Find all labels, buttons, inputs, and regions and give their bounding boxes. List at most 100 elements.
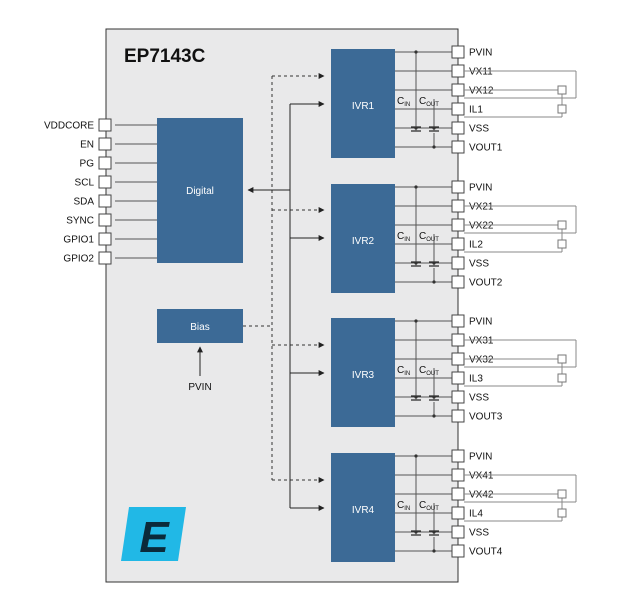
right-pin-label: VX32 [469,355,494,366]
right-pin-pad [451,83,465,97]
right-pin-label: PVIN [469,452,492,463]
right-pin-pad [451,409,465,423]
capacitor-label: CIN [397,500,410,512]
right-pin-pad [451,371,465,385]
right-pin-label: VOUT1 [469,143,503,154]
right-pin-pad [451,275,465,289]
logo: E [121,507,186,562]
right-pin-pad [451,102,465,116]
right-pin-pad [451,140,465,154]
right-pin-pad [451,487,465,501]
ivr-label: IVR2 [352,236,375,247]
right-pin-label: VX21 [469,202,494,213]
left-pin-pad [98,137,112,151]
ivr-label: IVR1 [352,101,375,112]
logo-letter: E [139,513,170,562]
right-pin-label: VX31 [469,336,494,347]
right-pin-pad [451,352,465,366]
capacitor-label: CIN [397,365,410,377]
right-pin-pad [451,525,465,539]
external-pad [557,354,567,364]
right-pin-label: VX12 [469,86,494,97]
right-pin-pad [451,314,465,328]
right-pin-label: VSS [469,528,489,539]
capacitor-label: CIN [397,231,410,243]
right-pin-label: VX41 [469,471,494,482]
external-pad [557,220,567,230]
left-pin-label: SCL [75,178,95,189]
right-pin-pad [451,468,465,482]
left-pin-label: GPIO1 [63,235,94,246]
external-pad [557,85,567,95]
right-pin-pad [451,45,465,59]
left-pin-label: VDDCORE [44,121,94,132]
right-pin-label: PVIN [469,183,492,194]
right-pin-label: PVIN [469,317,492,328]
ivr-block [331,318,395,427]
right-pin-pad [451,218,465,232]
capacitor-label: COUT [419,231,439,243]
right-pin-label: VX22 [469,221,494,232]
ivr-block [331,453,395,562]
left-pin-label: SDA [73,197,94,208]
right-pin-pad [451,506,465,520]
right-pin-label: VSS [469,393,489,404]
external-pad [557,373,567,383]
left-pin-pad [98,251,112,265]
left-pin-label: PG [80,159,95,170]
capacitor-label: COUT [419,500,439,512]
left-pin-pad [98,194,112,208]
ivr-block [331,184,395,293]
right-pin-label: IL2 [469,240,483,251]
ivr-label: IVR3 [352,370,375,381]
right-pin-pad [451,390,465,404]
ivr-label: IVR4 [352,505,375,516]
right-pin-pad [451,180,465,194]
digital-block [157,118,243,263]
left-pin-pad [98,175,112,189]
right-pin-label: VOUT2 [469,278,503,289]
left-pin-label: SYNC [66,216,94,227]
right-pin-pad [451,256,465,270]
right-pin-pad [451,121,465,135]
bias-block [157,309,243,343]
capacitor-label: COUT [419,365,439,377]
left-pin-label: GPIO2 [63,254,94,265]
right-pin-label: IL4 [469,509,483,520]
left-pin-pad [98,118,112,132]
right-pin-label: VOUT3 [469,412,503,423]
capacitor-label: CIN [397,96,410,108]
right-pin-label: IL1 [469,105,483,116]
right-pin-label: PVIN [469,48,492,59]
right-pin-pad [451,199,465,213]
logo-shape [121,507,186,561]
right-pin-pad [451,544,465,558]
ivr-block [331,49,395,158]
capacitor-label: COUT [419,96,439,108]
right-pin-pad [451,237,465,251]
right-pin-label: VOUT4 [469,547,503,558]
right-pin-pad [451,449,465,463]
chip-body [105,28,459,583]
right-pin-label: VX11 [469,67,493,78]
external-pad [557,489,567,499]
left-pin-label: EN [80,140,94,151]
left-pin-pad [98,213,112,227]
right-pin-label: VSS [469,124,489,135]
right-pin-label: VX42 [469,490,494,501]
chip-title: EP7143C [124,46,206,67]
right-pin-pad [451,333,465,347]
external-pad [557,104,567,114]
bias-label: Bias [190,322,209,333]
right-pin-pad [451,64,465,78]
bias-pvin-label: PVIN [188,382,211,393]
external-pad [557,508,567,518]
left-pin-pad [98,232,112,246]
external-pad [557,239,567,249]
